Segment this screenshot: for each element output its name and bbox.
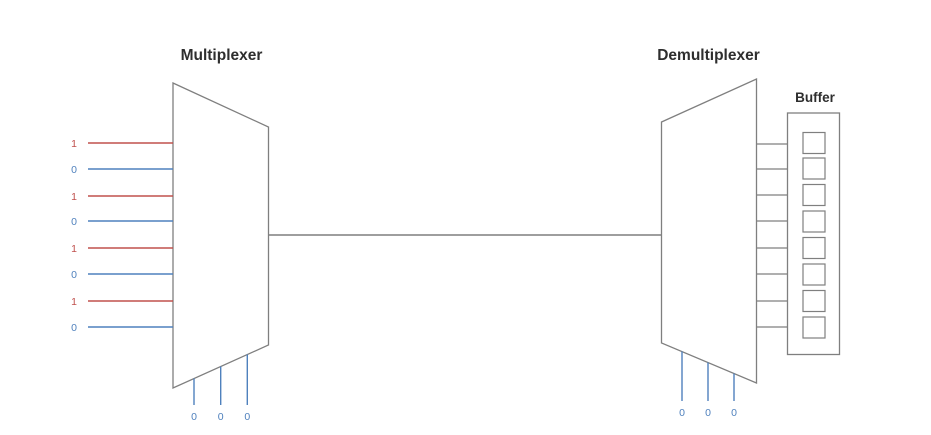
demux-select-bit: 0 xyxy=(679,407,685,419)
demultiplexer-title: Demultiplexer xyxy=(657,47,760,64)
mux-select-bit: 0 xyxy=(191,411,197,423)
buffer-cell xyxy=(802,289,826,313)
buffer-body xyxy=(786,112,841,356)
buffer-cell xyxy=(802,210,826,233)
demux-select-bit: 0 xyxy=(705,407,711,419)
buffer-title: Buffer xyxy=(795,90,835,105)
multiplexer-title: Multiplexer xyxy=(181,47,263,64)
mux-select-bit: 0 xyxy=(244,411,250,423)
mux-input-bit: 0 xyxy=(71,322,77,334)
mux-input-bit: 1 xyxy=(71,191,77,203)
mux-select-bit: 0 xyxy=(218,411,224,423)
mux-input-bit: 0 xyxy=(71,269,77,281)
buffer-cell xyxy=(802,316,826,339)
demux-select-bit: 0 xyxy=(731,407,737,419)
buffer-cell xyxy=(802,263,826,286)
mux-input-bit: 1 xyxy=(71,138,77,150)
buffer-cell xyxy=(802,183,826,207)
mux-input-bit: 0 xyxy=(71,216,77,228)
mux-input-bit: 1 xyxy=(71,243,77,255)
buffer-cell xyxy=(802,157,826,180)
buffer-cell xyxy=(802,131,826,155)
mux-input-bit: 1 xyxy=(71,296,77,308)
multiplexer-body xyxy=(172,81,270,390)
mux-input-bit: 0 xyxy=(71,164,77,176)
buffer-cell xyxy=(802,236,826,260)
demultiplexer-body xyxy=(660,77,758,384)
